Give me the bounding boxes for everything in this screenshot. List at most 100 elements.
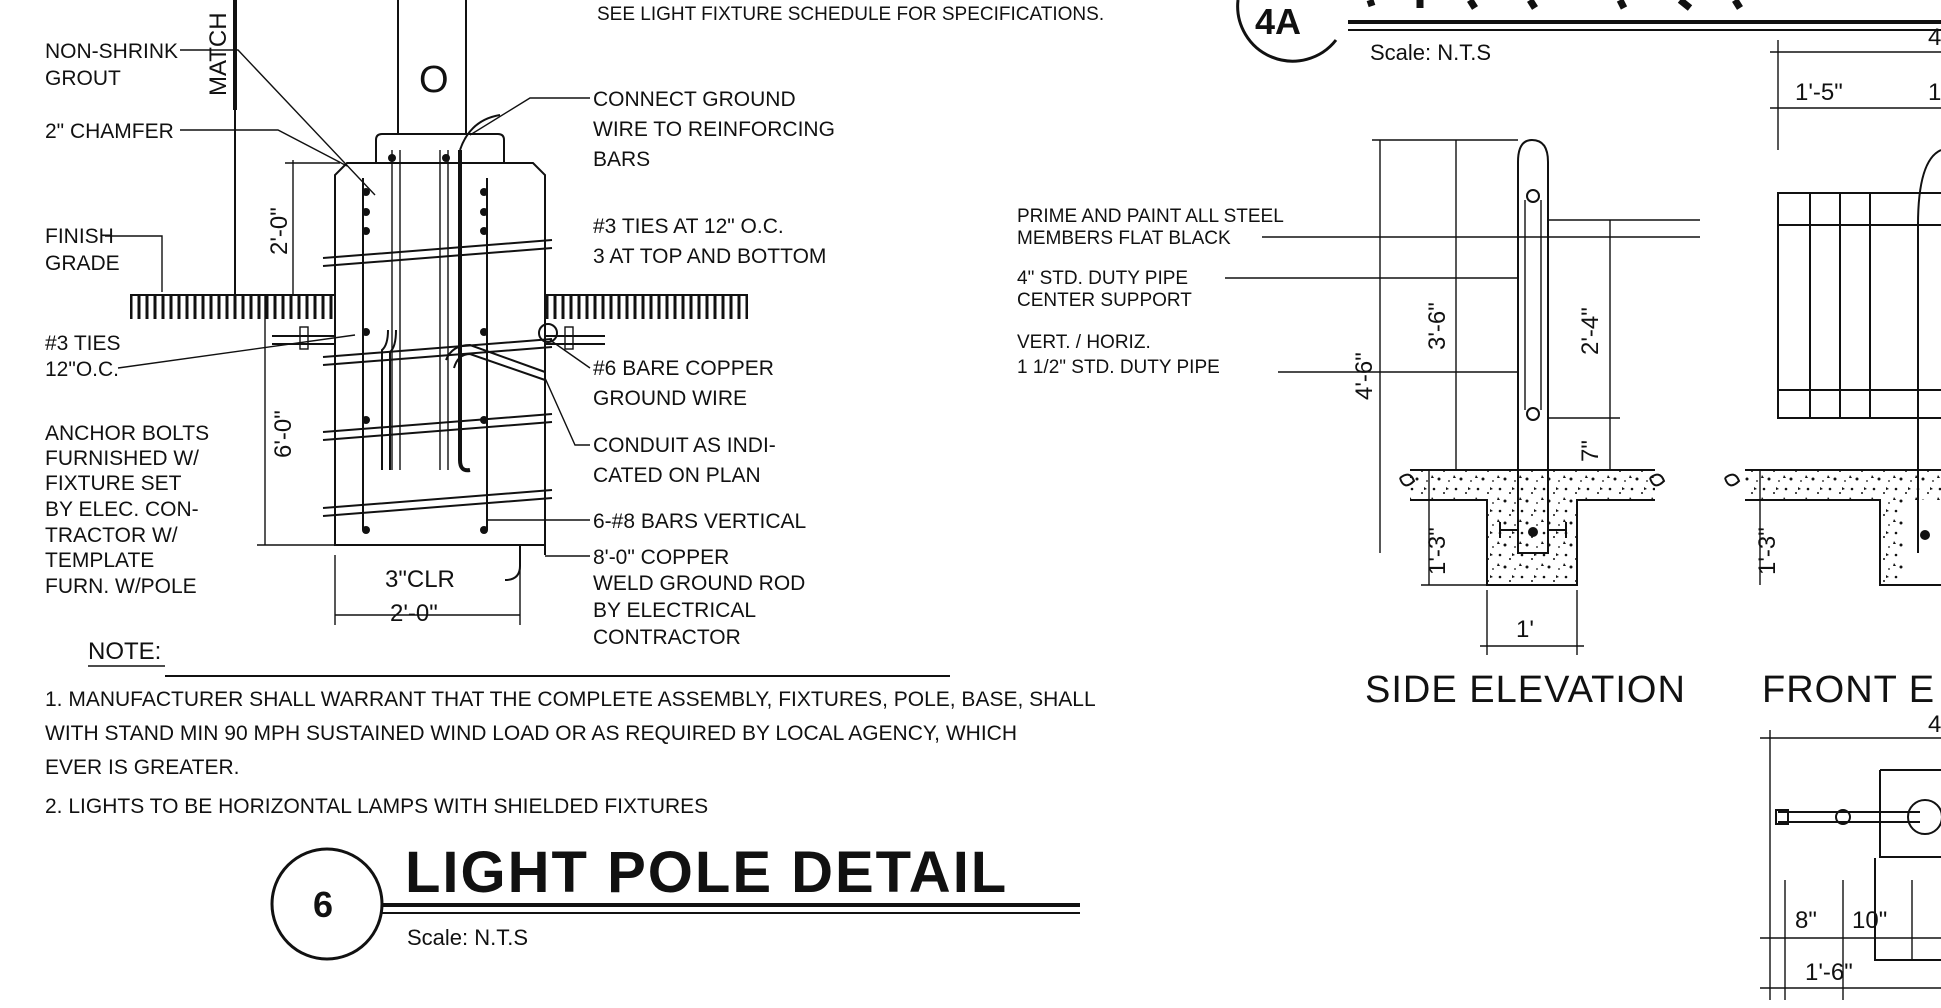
label-conduit-2: CATED ON PLAN bbox=[593, 464, 761, 487]
label-anchor-7: FURN. W/POLE bbox=[45, 575, 197, 598]
dim-2-0-width: 2'-0" bbox=[390, 600, 438, 627]
label-grade: GRADE bbox=[45, 252, 120, 275]
pole-dimensions: 2'-0" 6'-0" 2'-0" 3"CLR bbox=[257, 160, 521, 627]
svg-text:FINISH: FINISH bbox=[45, 225, 114, 248]
svg-text:VERT. / HORIZ.: VERT. / HORIZ. bbox=[1017, 332, 1151, 353]
label-prime-2: MEMBERS FLAT BLACK bbox=[1017, 228, 1231, 249]
scale-bench: Scale: N.T.S bbox=[1370, 40, 1491, 65]
label-connect-3: BARS bbox=[593, 148, 650, 171]
label-finish: FINISH bbox=[45, 225, 114, 248]
label-rod-2: WELD GROUND ROD bbox=[593, 572, 805, 595]
label-center-1: 4" STD. DUTY PIPE bbox=[1017, 268, 1188, 289]
svg-text:GROUT: GROUT bbox=[45, 67, 121, 90]
label-copper-2: GROUND WIRE bbox=[593, 387, 747, 410]
svg-text:#6 BARE COPPER: #6 BARE COPPER bbox=[593, 357, 774, 380]
label-anchor-4: BY ELEC. CON- bbox=[45, 498, 199, 521]
side-elevation: 4'-6" 3'-6" 2'-4" 7" 1'-3" 1' SIDE ELEVA… bbox=[1351, 138, 1700, 711]
svg-text:8'-0" COPPER: 8'-0" COPPER bbox=[593, 546, 729, 569]
svg-text:CATED ON PLAN: CATED ON PLAN bbox=[593, 464, 761, 487]
detail-number-6: 6 bbox=[313, 884, 333, 925]
label-anchor-5: TRACTOR W/ bbox=[45, 524, 178, 547]
label-ties-2: 3 AT TOP AND BOTTOM bbox=[593, 245, 826, 268]
label-anchor-2: FURNISHED W/ bbox=[45, 447, 199, 470]
label-center-2: CENTER SUPPORT bbox=[1017, 290, 1192, 311]
notes-block: NOTE: 1. MANUFACTURER SHALL WARRANT THAT… bbox=[45, 638, 1096, 818]
bench-plan: 4 8" 10" 1'-6" bbox=[1760, 711, 1941, 1000]
dim-plan-10in: 10" bbox=[1852, 907, 1887, 934]
label-anchor-1: ANCHOR BOLTS bbox=[45, 422, 209, 445]
light-pole-detail: SEE LIGHT FIXTURE SCHEDULE FOR SPECIFICA… bbox=[45, 0, 1104, 961]
label-pipe-2: 1 1/2" STD. DUTY PIPE bbox=[1017, 357, 1220, 378]
svg-text:1 1/2" STD. DUTY PIPE: 1 1/2" STD. DUTY PIPE bbox=[1017, 357, 1220, 378]
svg-text:CONTRACTOR: CONTRACTOR bbox=[593, 626, 741, 649]
svg-text:#3 TIES AT 12" O.C.: #3 TIES AT 12" O.C. bbox=[593, 215, 784, 238]
svg-text:FIXTURE SET: FIXTURE SET bbox=[45, 472, 182, 495]
svg-text:GRADE: GRADE bbox=[45, 252, 120, 275]
label-connect-1: CONNECT GROUND bbox=[593, 88, 796, 111]
svg-text:BY ELECTRICAL: BY ELECTRICAL bbox=[593, 599, 756, 622]
svg-text:TRACTOR W/: TRACTOR W/ bbox=[45, 524, 178, 547]
label-rod-1: 8'-0" COPPER bbox=[593, 546, 729, 569]
label-prime-1: PRIME AND PAINT ALL STEEL bbox=[1017, 206, 1284, 227]
dim-plan-1-6: 1'-6" bbox=[1805, 959, 1853, 986]
bench-detail: 4A Scale: N.T.S PRIME AND PAINT ALL STEE… bbox=[1017, 0, 1941, 1000]
dim-side-mid: 3'-6" bbox=[1424, 302, 1451, 350]
label-bars-vertical: 6-#8 BARS VERTICAL bbox=[593, 510, 806, 533]
svg-text:FURN. W/POLE: FURN. W/POLE bbox=[45, 575, 197, 598]
right-labels: CONNECT GROUND WIRE TO REINFORCING BARS … bbox=[469, 88, 835, 649]
svg-text:FURNISHED W/: FURNISHED W/ bbox=[45, 447, 199, 470]
dim-front-top-b: 1 bbox=[1928, 79, 1941, 106]
label-12-oc: 12"O.C. bbox=[45, 358, 119, 381]
svg-text:4" STD. DUTY PIPE: 4" STD. DUTY PIPE bbox=[1017, 268, 1188, 289]
label-rod-3: BY ELECTRICAL bbox=[593, 599, 756, 622]
dim-front-top-a: 1'-5" bbox=[1795, 79, 1843, 106]
note-line-1: 1. MANUFACTURER SHALL WARRANT THAT THE C… bbox=[45, 688, 1096, 711]
pole: O bbox=[397, 0, 467, 135]
label-anchor-6: TEMPLATE bbox=[45, 549, 154, 572]
dim-front-top-c: 4 bbox=[1928, 24, 1941, 51]
note-heading: NOTE: bbox=[88, 638, 161, 665]
svg-text:ANCHOR BOLTS: ANCHOR BOLTS bbox=[45, 422, 209, 445]
bench-labels: PRIME AND PAINT ALL STEEL MEMBERS FLAT B… bbox=[1017, 206, 1700, 378]
svg-text:TEMPLATE: TEMPLATE bbox=[45, 549, 154, 572]
note-line-4: 2. LIGHTS TO BE HORIZONTAL LAMPS WITH SH… bbox=[45, 795, 708, 818]
label-pipe-1: VERT. / HORIZ. bbox=[1017, 332, 1151, 353]
svg-text:CONDUIT AS INDI-: CONDUIT AS INDI- bbox=[593, 434, 776, 457]
dim-2-0-top: 2'-0" bbox=[266, 207, 293, 255]
dim-3in-clr: 3"CLR bbox=[385, 566, 455, 593]
svg-text:BARS: BARS bbox=[593, 148, 650, 171]
svg-text:NON-SHRINK: NON-SHRINK bbox=[45, 40, 178, 63]
label-non-shrink: NON-SHRINK bbox=[45, 40, 178, 63]
title-light-pole-detail: LIGHT POLE DETAIL bbox=[405, 840, 1008, 905]
svg-text:PRIME AND PAINT ALL STEEL: PRIME AND PAINT ALL STEEL bbox=[1017, 206, 1284, 227]
dim-side-upper: 2'-4" bbox=[1577, 307, 1604, 355]
svg-text:CONNECT GROUND: CONNECT GROUND bbox=[593, 88, 796, 111]
label-grout: GROUT bbox=[45, 67, 121, 90]
label-chamfer: 2" CHAMFER bbox=[45, 120, 174, 143]
svg-text:2" CHAMFER: 2" CHAMFER bbox=[45, 120, 174, 143]
svg-text:MEMBERS FLAT BLACK: MEMBERS FLAT BLACK bbox=[1017, 228, 1231, 249]
svg-text:12"O.C.: 12"O.C. bbox=[45, 358, 119, 381]
caption-side-elevation: SIDE ELEVATION bbox=[1365, 669, 1686, 711]
dim-6-0: 6'-0" bbox=[270, 410, 297, 458]
label-connect-2: WIRE TO REINFORCING bbox=[593, 118, 835, 141]
svg-text:3 AT TOP AND BOTTOM: 3 AT TOP AND BOTTOM bbox=[593, 245, 826, 268]
bench-title-fragment bbox=[1366, 0, 1743, 11]
finish-grade bbox=[130, 294, 748, 319]
label-copper-1: #6 BARE COPPER bbox=[593, 357, 774, 380]
label-3-ties: #3 TIES bbox=[45, 332, 121, 355]
note-line-3: EVER IS GREATER. bbox=[45, 756, 240, 779]
scale-light-pole: Scale: N.T.S bbox=[407, 925, 528, 950]
dim-side-overall: 4'-6" bbox=[1351, 352, 1378, 400]
label-anchor-3: FIXTURE SET bbox=[45, 472, 182, 495]
pole-mark: O bbox=[419, 59, 450, 101]
note-line-2: WITH STAND MIN 90 MPH SUSTAINED WIND LOA… bbox=[45, 722, 1017, 745]
dim-side-footing: 1' bbox=[1516, 616, 1534, 643]
label-ties-1: #3 TIES AT 12" O.C. bbox=[593, 215, 784, 238]
dim-plan-mid: 4 bbox=[1928, 711, 1941, 738]
dim-side-depth: 1'-3" bbox=[1424, 527, 1451, 575]
svg-text:6-#8 BARS VERTICAL: 6-#8 BARS VERTICAL bbox=[593, 510, 806, 533]
svg-text:WELD GROUND ROD: WELD GROUND ROD bbox=[593, 572, 805, 595]
dim-front-depth: 1'-3" bbox=[1754, 527, 1781, 575]
